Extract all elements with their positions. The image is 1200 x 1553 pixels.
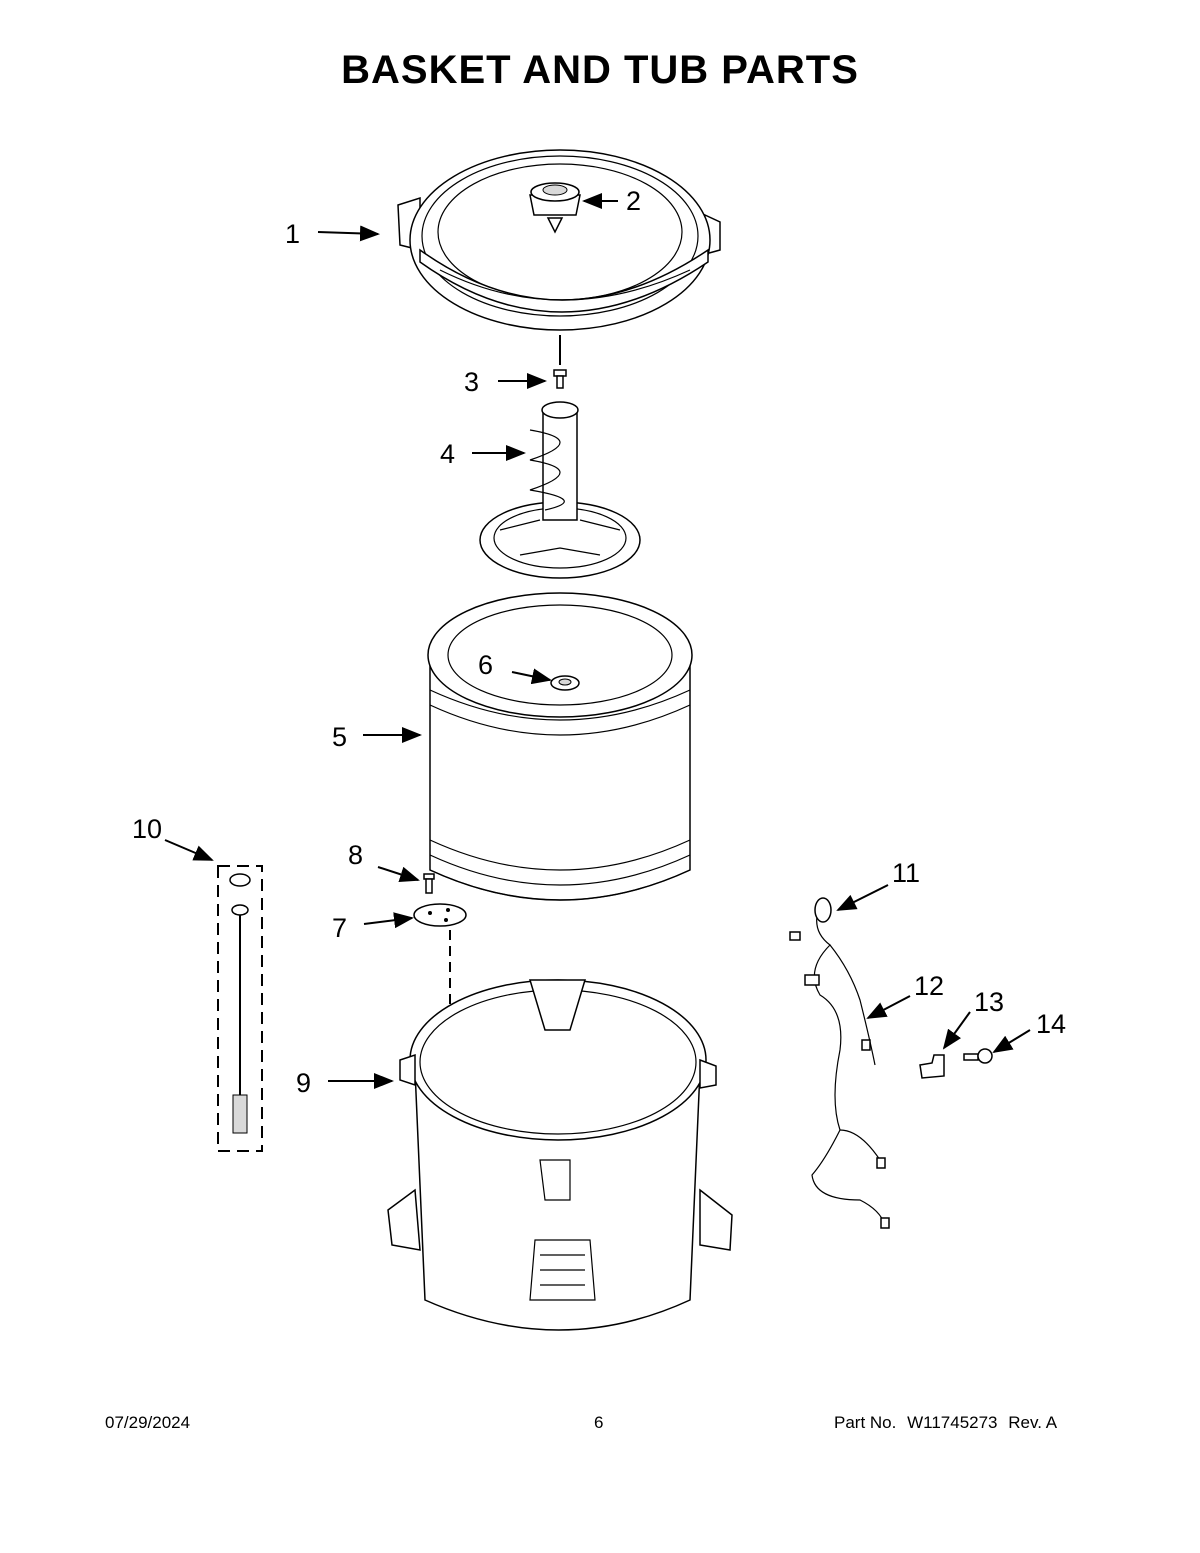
callout-labels: 1 2 3 4 6 5 8 7 9 10 11 12 13 14: [132, 186, 1066, 1098]
callout-14: 14: [1036, 1009, 1066, 1039]
impeller: [479, 401, 641, 579]
basket: [427, 592, 693, 901]
callout-6: 6: [478, 650, 493, 680]
fastener: [963, 1048, 993, 1064]
callout-5: 5: [332, 722, 347, 752]
clip: [919, 1054, 945, 1079]
hub: [550, 675, 580, 691]
suspension-rod: [217, 865, 263, 1152]
callout-10: 10: [132, 814, 162, 844]
bolt: [553, 335, 567, 389]
screw: [423, 873, 435, 894]
callout-4: 4: [440, 439, 455, 469]
callout-13: 13: [974, 987, 1004, 1017]
revision: Rev. A: [1008, 1413, 1058, 1432]
callout-8: 8: [348, 840, 363, 870]
leader-arrows: [164, 193, 1031, 1089]
part-label: Part No.: [834, 1413, 897, 1432]
footer-page-number: 6: [594, 1413, 604, 1432]
footer-date: 07/29/2024: [105, 1413, 191, 1432]
callout-2: 2: [626, 186, 641, 216]
callout-7: 7: [332, 913, 347, 943]
wire-harness: [789, 897, 890, 1229]
cap: [529, 182, 581, 234]
page-title: BASKET AND TUB PARTS: [341, 48, 859, 92]
callout-12: 12: [914, 971, 944, 1001]
callout-11: 11: [892, 858, 920, 888]
callout-1: 1: [285, 219, 300, 249]
outer-tub: [387, 979, 733, 1331]
tub-ring: [397, 149, 721, 331]
callout-9: 9: [296, 1068, 311, 1098]
callout-3: 3: [464, 367, 479, 397]
part-number: W11745273: [907, 1413, 998, 1432]
footer-part-info: Part No. W11745273 Rev. A: [834, 1413, 1063, 1433]
